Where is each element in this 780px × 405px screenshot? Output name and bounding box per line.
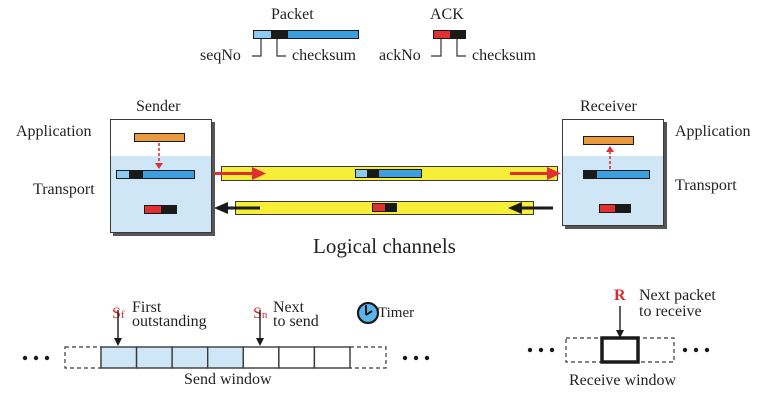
sf-subscript: f [120,309,125,321]
ackno-field [434,31,450,38]
send-window-right-outside [349,346,387,369]
r-description-line2: to receive [639,303,702,320]
sender-down-arrowhead [155,163,163,169]
r-symbol: R [614,287,626,304]
ack-checksum-field [450,31,465,38]
forward-arrowhead-right [547,167,561,180]
ackno-field [145,206,161,213]
reverse-arrowhead-left [214,202,228,214]
sender-transport-label: Transport [33,181,95,198]
receiver-packet [583,170,650,179]
receiver-transport-label: Transport [675,177,737,194]
receiver-transport-layer [563,156,663,225]
ack-legend [433,30,466,39]
legend-leader-lines [252,39,466,57]
ack-checksum-field [161,206,176,213]
receive-window-ellipsis-left [527,347,555,353]
layer-arrows [155,143,614,169]
ack-legend-title: ACK [430,6,464,23]
channel-ack [372,203,397,212]
receive-window-label: Receive window [569,372,677,389]
packet-legend-title: Packet [271,6,314,23]
data-field [143,171,194,178]
data-field [288,31,358,38]
receiver-title: Receiver [580,98,637,115]
receiver-up-arrowhead [606,146,614,152]
sf-description: First outstanding [132,299,207,330]
seqno-field [117,171,129,178]
logical-channels-label: Logical channels [313,234,456,258]
send-window-empty-cell [313,346,351,369]
r-description-line1: Next packet [639,287,716,304]
sn-pointer-label: Sn [253,306,267,322]
receive-window-graphics [527,306,710,364]
receiver-app-message [583,136,634,145]
checksum-field [584,171,597,178]
ackno-field [600,205,615,212]
ack-checksum-field [615,205,630,212]
receiver-ack [599,204,631,213]
checksum-field [367,170,379,177]
ackno-field [373,204,385,211]
sf-description-line1: First [132,299,162,316]
seqno-label: seqNo [200,47,241,64]
reverse-arrowhead-right [508,202,522,214]
seqno-field [356,170,367,177]
checksum-field [129,171,143,178]
timer-label: Timer [378,305,415,321]
packet-legend [253,30,359,39]
sn-arrowhead [256,338,264,346]
sender-transport-layer [111,156,211,232]
checksum-field [271,31,288,38]
sn-description-line1: Next [273,299,305,316]
receive-window-ellipsis-right [682,347,710,353]
receiver-application-label: Application [675,123,751,140]
sf-description-line2: outstanding [132,313,207,330]
timer-icon [356,301,380,325]
receive-window-slot [600,336,640,364]
forward-arrowhead-left [252,167,266,180]
seqno-field [254,31,271,38]
sender-application-label: Application [16,123,92,140]
sender-packet [116,170,195,179]
r-arrowhead [616,330,624,338]
sn-symbol: S [253,305,262,322]
send-window-left-outside [64,346,102,369]
send-window-ellipsis-right [402,355,430,361]
send-window-ellipsis-left [22,355,50,361]
sender-ack [144,205,177,214]
packet-checksum-label: checksum [292,47,356,64]
sender-app-message [134,133,185,142]
data-field [379,170,421,177]
send-window-cells [100,346,351,369]
sender-title: Sender [136,98,181,115]
ack-checksum-label: checksum [472,47,536,64]
send-window-graphics [22,301,430,369]
channel-packet [355,169,422,178]
sn-subscript: n [261,309,268,321]
channel-arrows [214,167,561,214]
send-window-label: Send window [184,371,272,388]
r-description: Next packet to receive [639,288,716,320]
sf-symbol: S [112,305,121,322]
data-field [597,171,649,178]
sn-description-line2: to send [273,313,319,330]
ack-checksum-field [385,204,396,211]
ackno-label: ackNo [379,47,421,64]
sf-arrowhead [114,338,122,346]
sn-description: Next to send [273,299,319,330]
sf-pointer-label: Sf [112,306,125,322]
